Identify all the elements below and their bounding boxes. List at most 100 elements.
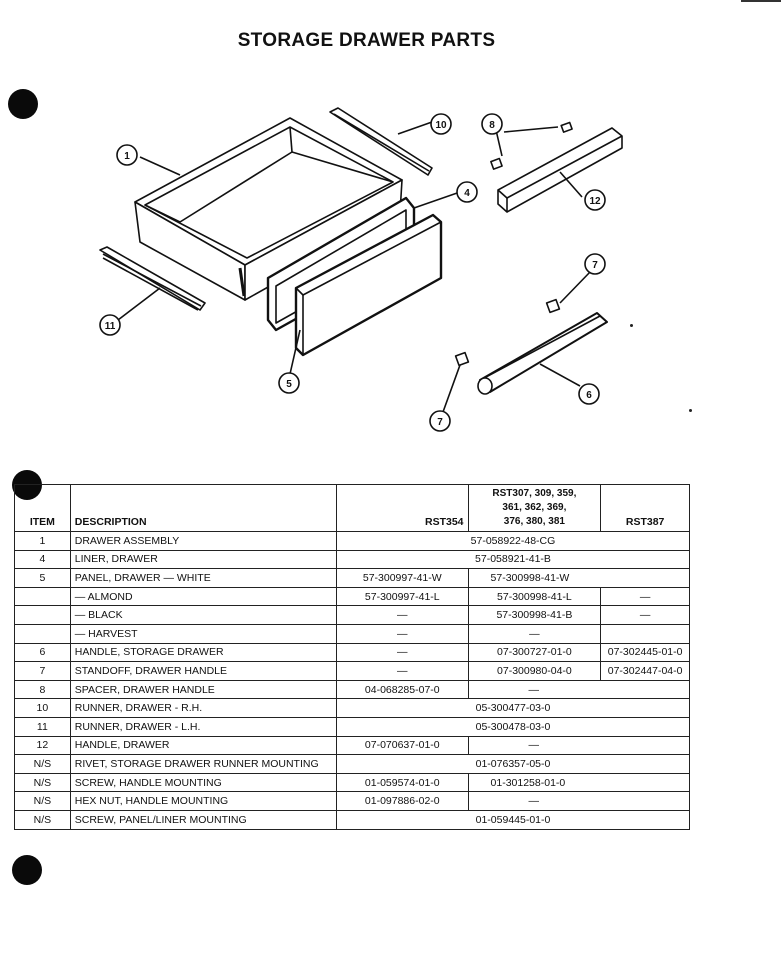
row-description: STANDOFF, DRAWER HANDLE <box>69 661 338 681</box>
row-part-rst354: 57-300997-41-L <box>336 586 469 607</box>
row-description: RUNNER, DRAWER - L.H. <box>69 716 338 737</box>
exploded-parts-diagram: 1 10 8 4 12 11 5 7 7 6 <box>99 107 623 432</box>
row-description: SCREW, PANEL/LINER MOUNTING <box>69 809 338 830</box>
row-part-rst387 <box>600 623 690 644</box>
callout-7-upper: 7 <box>592 260 598 271</box>
row-part-rst307: 57-300998-41-W <box>467 568 691 588</box>
row-item: N/S <box>14 772 71 793</box>
table-row: 11 RUNNER, DRAWER - L.H. 05-300478-03-0 <box>14 716 690 737</box>
row-item: 11 <box>14 716 71 737</box>
drawer-handle-part <box>497 127 623 213</box>
row-part-rst387: — <box>600 605 690 625</box>
row-description: — BLACK <box>69 605 338 625</box>
table-row: N/S SCREW, PANEL/LINER MOUNTING 01-05944… <box>14 809 690 830</box>
row-item: N/S <box>14 809 71 830</box>
row-part-rst307: 57-300998-41-B <box>467 605 602 625</box>
row-part-rst387: — <box>600 586 690 607</box>
row-description: SCREW, HANDLE MOUNTING <box>69 772 338 793</box>
row-description: LINER, DRAWER <box>69 549 338 570</box>
table-row: 1 DRAWER ASSEMBLY 57-058922-48-CG <box>14 531 690 551</box>
callout-7-lower: 7 <box>437 417 443 428</box>
row-description: RUNNER, DRAWER - R.H. <box>69 698 338 718</box>
callout-6: 6 <box>586 390 592 401</box>
header-rst387: RST387 <box>600 484 690 532</box>
row-item: 12 <box>14 735 71 756</box>
callout-12: 12 <box>589 196 601 207</box>
table-row: N/S HEX NUT, HANDLE MOUNTING 01-097886-0… <box>14 791 691 811</box>
callout-4: 4 <box>464 188 470 199</box>
row-description: HEX NUT, HANDLE MOUNTING <box>69 791 338 811</box>
row-part-rst387: 07-302447-04-0 <box>600 661 690 681</box>
runner-rh-part <box>329 107 433 176</box>
table-row: 5 PANEL, DRAWER — WHITE 57-300997-41-W 5… <box>14 568 691 588</box>
row-item: 5 <box>14 568 71 588</box>
row-item: N/S <box>14 754 71 774</box>
header-rst307-line3: 376, 380, 381 <box>503 516 565 527</box>
row-description: HANDLE, DRAWER <box>69 735 338 756</box>
corner-mark <box>741 0 781 2</box>
table-row: 12 HANDLE, DRAWER 07-070637-01-0 — <box>14 735 691 756</box>
parts-table: ITEM DESCRIPTION RST354 RST307, 309, 359… <box>14 484 691 830</box>
table-row: N/S SCREW, HANDLE MOUNTING 01-059574-01-… <box>14 772 691 793</box>
header-rst354: RST354 <box>336 484 469 532</box>
row-part-rst354: 01-097886-02-0 <box>336 791 469 811</box>
row-description: DRAWER ASSEMBLY <box>69 531 338 551</box>
binder-hole-bottom <box>12 855 42 885</box>
row-part-rst307: — <box>467 679 691 700</box>
storage-handle-part <box>477 312 608 395</box>
row-description: — ALMOND <box>69 586 338 607</box>
table-header-row: ITEM DESCRIPTION RST354 RST307, 309, 359… <box>14 484 690 532</box>
speck <box>689 409 692 412</box>
row-item <box>14 586 71 607</box>
callout-10: 10 <box>435 120 447 131</box>
table-row: N/S RIVET, STORAGE DRAWER RUNNER MOUNTIN… <box>14 754 690 774</box>
row-description: HANDLE, STORAGE DRAWER <box>69 642 338 663</box>
row-part-number: 01-059445-01-0 <box>336 809 690 830</box>
row-item: 4 <box>14 549 71 570</box>
row-part-rst354: 04-068285-07-0 <box>336 679 469 700</box>
table-row: — ALMOND 57-300997-41-L 57-300998-41-L — <box>14 586 690 607</box>
row-part-rst387: 07-302445-01-0 <box>600 642 690 663</box>
table-row: 10 RUNNER, DRAWER - R.H. 05-300477-03-0 <box>14 698 690 718</box>
row-part-rst354: — <box>336 605 469 625</box>
row-item <box>14 605 71 625</box>
table-row: 8 SPACER, DRAWER HANDLE 04-068285-07-0 — <box>14 679 691 700</box>
row-item: 7 <box>14 661 71 681</box>
row-part-rst307: 01-301258-01-0 <box>467 772 691 793</box>
table-row: — BLACK — 57-300998-41-B — <box>14 605 690 625</box>
row-part-number: 01-076357-05-0 <box>336 754 690 774</box>
row-item: 8 <box>14 679 71 700</box>
row-description: — HARVEST <box>69 623 338 644</box>
row-part-rst307: 07-300727-01-0 <box>467 642 602 663</box>
runner-lh-part <box>99 246 206 311</box>
row-part-rst354: 57-300997-41-W <box>336 568 469 588</box>
page-title: STORAGE DRAWER PARTS <box>237 30 496 51</box>
row-description: RIVET, STORAGE DRAWER RUNNER MOUNTING <box>69 754 338 774</box>
callout-8: 8 <box>489 120 495 131</box>
row-item: 1 <box>14 531 71 551</box>
callout-11: 11 <box>105 321 116 332</box>
row-item <box>14 623 71 644</box>
row-part-number: 05-300478-03-0 <box>336 716 690 737</box>
row-item: N/S <box>14 791 71 811</box>
row-description: SPACER, DRAWER HANDLE <box>69 679 338 700</box>
row-part-number: 57-058922-48-CG <box>336 531 690 551</box>
row-part-rst307: — <box>467 791 691 811</box>
row-part-number: 05-300477-03-0 <box>336 698 690 718</box>
row-part-rst307: 07-300980-04-0 <box>467 661 602 681</box>
row-part-number: 57-058921-41-B <box>336 549 690 570</box>
row-part-rst354: — <box>336 623 469 644</box>
row-item: 10 <box>14 698 71 718</box>
row-part-rst354: 01-059574-01-0 <box>336 772 469 793</box>
row-part-rst354: — <box>336 661 469 681</box>
table-row: 6 HANDLE, STORAGE DRAWER — 07-300727-01-… <box>14 642 690 663</box>
row-item: 6 <box>14 642 71 663</box>
header-item: ITEM <box>14 484 71 532</box>
header-description: DESCRIPTION <box>69 484 338 532</box>
binder-hole-top <box>8 89 38 119</box>
row-part-rst307: — <box>467 623 602 644</box>
row-description: PANEL, DRAWER — WHITE <box>69 568 338 588</box>
row-part-rst307: — <box>467 735 691 756</box>
table-row: 7 STANDOFF, DRAWER HANDLE — 07-300980-04… <box>14 661 690 681</box>
speck <box>630 324 633 327</box>
